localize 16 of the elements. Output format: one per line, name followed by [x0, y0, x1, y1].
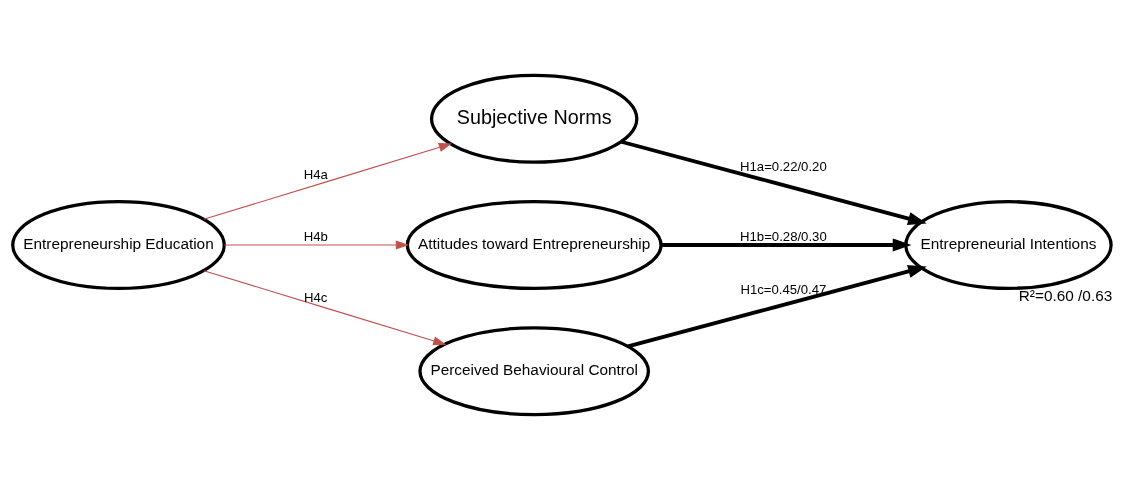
arrow — [203, 269, 447, 345]
node-ellipse: Entrepreneurship Education — [11, 199, 226, 290]
node-ellipse: Perceived Behavioural Control — [418, 325, 650, 416]
edge-label: H4a — [303, 166, 328, 182]
edge-label: H1c=0.45/0.47 — [740, 281, 827, 297]
arrow — [203, 142, 453, 220]
edge-label: H4b — [303, 228, 328, 244]
arrow — [620, 139, 927, 225]
edge-label: H4c — [304, 289, 328, 305]
node-ellipse: Attitudes toward Entrepreneurship — [405, 199, 663, 290]
node-ellipse: Subjective Norms — [429, 73, 639, 164]
arrow — [627, 264, 927, 348]
arrow — [661, 237, 912, 252]
arrow — [223, 239, 409, 250]
edge-label: H1b=0.28/0.30 — [740, 228, 827, 244]
edge-label: H1a=0.22/0.20 — [740, 158, 827, 174]
